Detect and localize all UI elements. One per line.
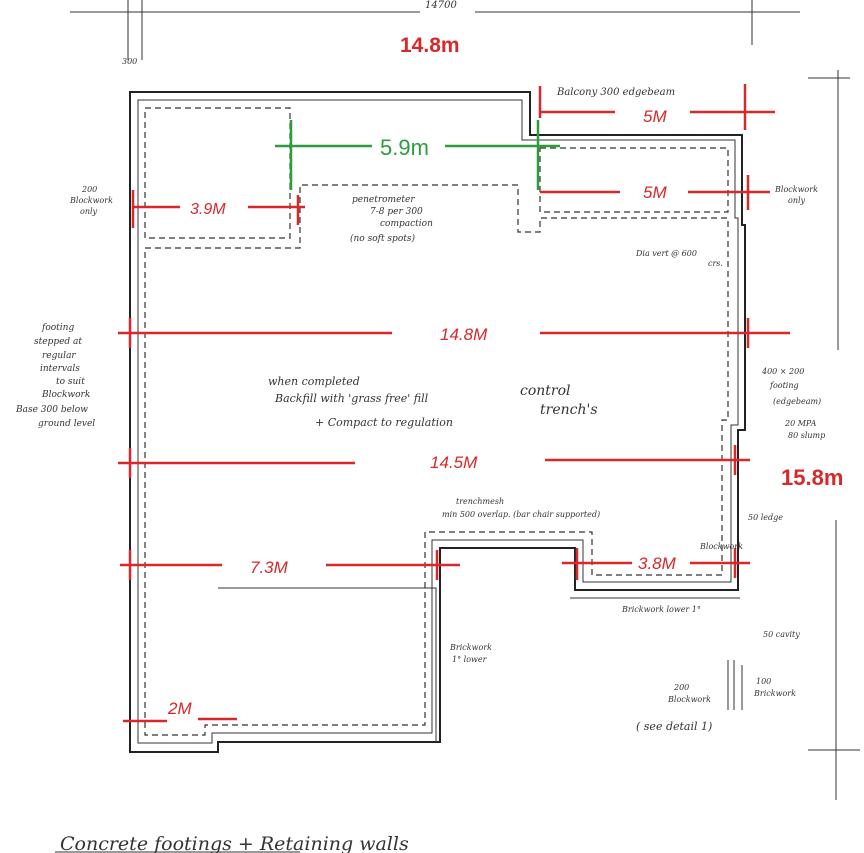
svg-text:when completed: when completed: [268, 375, 360, 388]
svg-text:to suit: to suit: [56, 377, 85, 387]
overall-depth-label: 15.8m: [781, 465, 843, 490]
brickwork-lower2-note: Brickwork 1° lower: [449, 643, 492, 664]
svg-text:footing: footing: [769, 381, 799, 390]
left-3-9m-label: 3.9M: [190, 201, 226, 218]
dia-vert-note: Dia vert @ 600 crs.: [635, 249, 723, 268]
svg-text:Blockwork: Blockwork: [41, 390, 90, 400]
svg-text:Blockwork: Blockwork: [69, 196, 113, 205]
balcony-note: Balcony 300 edgebeam: [556, 87, 675, 98]
top-dimension-text: 14700: [425, 0, 457, 11]
svg-text:Blockwork: Blockwork: [667, 695, 711, 704]
balcony-5m-label: 5M: [643, 107, 667, 126]
svg-text:20 MPA: 20 MPA: [784, 419, 817, 428]
svg-text:(no soft spots): (no soft spots): [350, 233, 415, 244]
right-dimension-lines: [808, 70, 860, 800]
overall-width-label: 14.8m: [400, 34, 460, 57]
balcony-dashed-line: [539, 147, 729, 213]
svg-text:Backfill with 'grass free' fil: Backfill with 'grass free' fill: [274, 392, 429, 405]
wall-detail-sketch: [727, 660, 743, 710]
svg-text:penetrometer: penetrometer: [352, 195, 415, 205]
width-14-8m-label: 14.8M: [440, 325, 488, 344]
small-dimension-text: 300: [122, 57, 137, 66]
svg-text:intervals: intervals: [40, 364, 80, 374]
top-dimension-lines: [70, 0, 800, 60]
svg-text:control: control: [520, 383, 571, 399]
blockwork-small-note: Blockwork: [699, 542, 743, 551]
svg-text:trench's: trench's: [540, 402, 598, 418]
svg-text:200: 200: [673, 683, 689, 692]
brickwork-lower-note: Brickwork lower 1°: [621, 605, 701, 614]
svg-text:regular: regular: [42, 351, 76, 361]
brickwork-100-note: 100 Brickwork: [753, 677, 796, 698]
drawing-title: Concrete footings + Retaining walls: [60, 833, 409, 853]
svg-text:100: 100: [756, 677, 771, 686]
blockwork-200-note: 200 Blockwork: [667, 683, 711, 704]
span-5-9-label: 5.9m: [380, 135, 429, 160]
trenchmesh-note: trenchmesh min 500 overlap. (bar chair s…: [442, 497, 600, 519]
svg-text:+ Compact to regulation: + Compact to regulation: [315, 416, 453, 429]
svg-text:Brickwork: Brickwork: [753, 689, 796, 698]
svg-text:footing: footing: [41, 323, 74, 333]
when-completed-note: when completed Backfill with 'grass free…: [268, 375, 453, 429]
svg-text:Blockwork: Blockwork: [774, 185, 818, 194]
control-trench-note: control trench's: [520, 383, 598, 418]
cavity-note: 50 cavity: [763, 630, 800, 639]
svg-text:only: only: [788, 196, 806, 205]
left-7-3m-label: 7.3M: [250, 558, 289, 577]
svg-text:Brickwork: Brickwork: [449, 643, 492, 652]
svg-text:Dia vert @ 600: Dia vert @ 600: [635, 249, 697, 258]
right-3-8m-label: 3.8M: [638, 554, 677, 573]
inner-room-outline: [218, 587, 437, 742]
svg-text:stepped at: stepped at: [34, 337, 82, 347]
footing-stepped-note: footing stepped at regular intervals to …: [15, 323, 95, 429]
inner-wall-line: [137, 99, 739, 744]
svg-text:80 slump: 80 slump: [788, 431, 825, 440]
footing-dashed-line: [144, 107, 291, 239]
see-detail-note: ( see detail 1): [636, 720, 712, 733]
footing-dashed-line-2: [144, 184, 729, 736]
svg-text:1° lower: 1° lower: [452, 655, 488, 664]
ledge-note: 50 ledge: [748, 513, 783, 522]
svg-text:200: 200: [81, 185, 97, 194]
width-14-5m-label: 14.5M: [430, 453, 478, 472]
span-5-9-line: [275, 120, 560, 190]
svg-text:Base 300 below: Base 300 below: [15, 405, 88, 415]
blockwork-right-note: Blockwork only: [774, 185, 818, 205]
svg-text:trenchmesh: trenchmesh: [456, 497, 504, 506]
footing-spec-note: 400 × 200 footing (edgebeam) 20 MPA 80 s…: [761, 367, 825, 440]
svg-text:7-8 per 300: 7-8 per 300: [370, 207, 423, 217]
svg-text:ground level: ground level: [38, 419, 95, 429]
blockwork-left-note: 200 Blockwork only: [69, 185, 113, 216]
penetrometer-note: penetrometer 7-8 per 300 compaction (no …: [350, 195, 433, 244]
red-measure-lines: [118, 84, 790, 723]
upper-5m-label: 5M: [643, 183, 667, 202]
svg-text:compaction: compaction: [380, 219, 433, 229]
building-outline: [129, 91, 746, 753]
svg-text:min 500 overlap. (bar chair su: min 500 overlap. (bar chair supported): [442, 510, 600, 519]
svg-text:crs.: crs.: [708, 259, 723, 268]
svg-text:(edgebeam): (edgebeam): [773, 397, 821, 406]
svg-text:400 × 200: 400 × 200: [761, 367, 804, 376]
svg-text:only: only: [80, 207, 98, 216]
bottom-2m-label: 2M: [167, 699, 192, 718]
